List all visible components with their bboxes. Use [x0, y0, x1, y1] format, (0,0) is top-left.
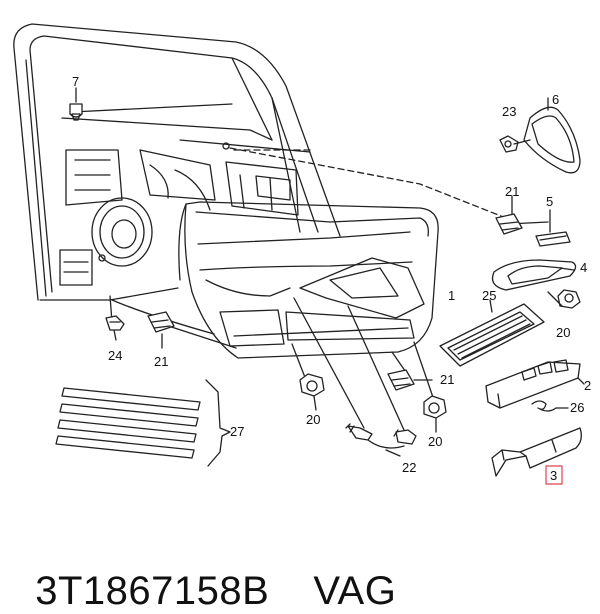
part-20-screw-right	[547, 289, 581, 309]
callout-20-middle-left: 20	[306, 412, 320, 427]
part-3-switch-trim	[491, 427, 582, 477]
callout-27: 27	[230, 424, 244, 439]
assembly-leader-dashed	[229, 147, 507, 219]
part-6-mirror-cover	[523, 97, 581, 174]
callout-23: 23	[502, 104, 516, 119]
part-21-clip-upper	[495, 195, 523, 235]
callout-2: 2	[584, 378, 591, 393]
part-5-cap	[535, 209, 571, 247]
callout-6: 6	[552, 92, 559, 107]
part-22-screws	[345, 423, 417, 457]
part-20-screw-middle-left	[299, 373, 325, 411]
brand-name: VAG	[313, 569, 397, 613]
part-2-switch-panel	[485, 359, 585, 409]
callout-21-middle: 21	[440, 372, 454, 387]
callout-1: 1	[448, 288, 455, 303]
callout-20-middle-right: 20	[428, 434, 442, 449]
part-27-strips	[55, 379, 231, 467]
footer-caption: 3T1867158B VAG	[12, 524, 396, 614]
door-frame	[13, 23, 341, 335]
part-24-clip	[105, 315, 125, 341]
callout-5: 5	[546, 194, 553, 209]
exploded-parts-diagram: 7 6 23 21 5 4 1 25 20 24 21 21 2 26 20 2…	[13, 23, 591, 485]
part-21-clip-left	[147, 311, 175, 349]
part-26-clip	[531, 400, 569, 412]
callout-20-right: 20	[556, 325, 570, 340]
callout-26: 26	[570, 400, 584, 415]
part-4-handle-surround	[491, 259, 577, 291]
callout-4: 4	[580, 260, 587, 275]
callout-22: 22	[402, 460, 416, 475]
callout-3: 3	[550, 468, 557, 483]
callout-24: 24	[108, 348, 122, 363]
callout-21-upper: 21	[505, 184, 519, 199]
door-trim-panel	[178, 201, 439, 359]
callout-7: 7	[72, 74, 79, 89]
part-25-grab-handle-cover	[439, 299, 545, 367]
speaker-ring	[91, 197, 153, 267]
part-number: 3T1867158B	[35, 569, 270, 613]
part-23-screw	[499, 135, 531, 153]
part-7-clip	[69, 87, 83, 121]
part-3-highlight-box	[545, 465, 563, 485]
callout-labels: 7 6 23 21 5 4 1 25 20 24 21 21 2 26 20 2…	[72, 74, 591, 483]
part-20-screw-middle-right	[423, 395, 447, 433]
callout-21-left: 21	[154, 354, 168, 369]
part-21-clip-middle	[387, 369, 433, 391]
callout-25: 25	[482, 288, 496, 303]
